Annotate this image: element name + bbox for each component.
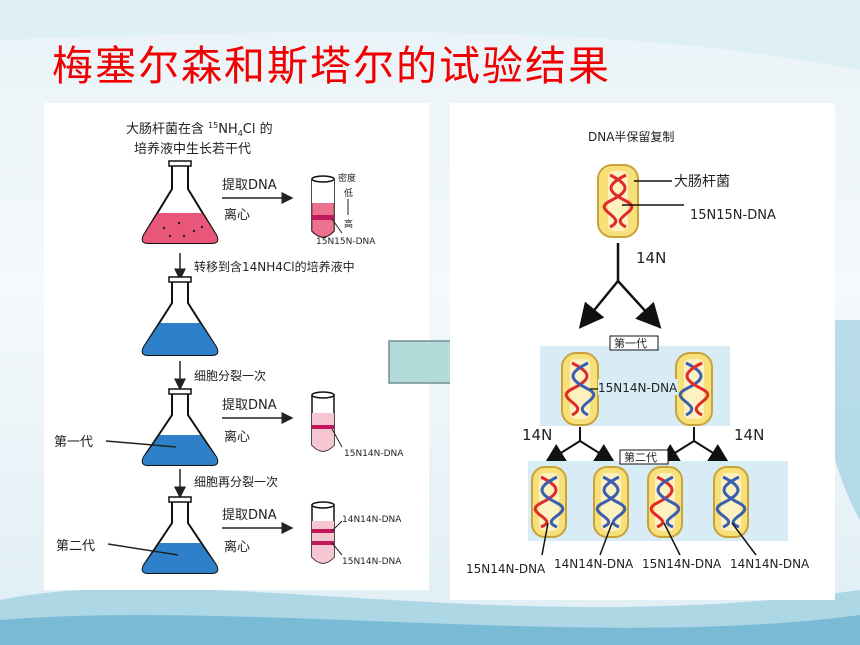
parent-dna-label: 15N15N-DNA	[690, 208, 776, 223]
gen2-cell-1	[531, 466, 567, 538]
arrow-gen2-4	[693, 440, 730, 464]
tube1-label: 15N15N-DNA	[316, 237, 376, 247]
n14-top-label: 14N	[636, 249, 666, 267]
gen2-tag: 第二代	[624, 450, 657, 464]
n14-left-label: 14N	[522, 426, 552, 444]
bottom-label-1: 15N14N-DNA	[466, 562, 546, 576]
flask-4	[141, 496, 219, 574]
flask-3	[141, 388, 219, 466]
tube3-label-top: 14N14N-DNA	[342, 515, 402, 525]
tube2-label: 15N14N-DNA	[344, 449, 404, 459]
tube1-pointer	[331, 218, 343, 234]
extract-dna-label-2: 提取DNA	[222, 397, 277, 413]
parent-cell	[597, 164, 639, 238]
bottom-label-2: 14N14N-DNA	[554, 557, 634, 571]
centrifuge-label-1: 离心	[224, 207, 250, 223]
density-high: 高	[344, 218, 353, 230]
gen1-tag: 第一代	[614, 336, 647, 350]
gen2-cell-4	[713, 466, 749, 538]
transfer-label: 转移到含14NH4Cl的培养液中	[194, 259, 355, 274]
page-title: 梅塞尔森和斯塔尔的试验结果	[52, 42, 611, 90]
divide-once-label: 细胞分裂一次	[194, 369, 266, 383]
flask-1	[141, 160, 219, 244]
gen2-tag-box	[619, 449, 669, 465]
n14-right-label: 14N	[734, 426, 764, 444]
pointer-gen2-3	[663, 522, 681, 556]
gen1-cell-left	[561, 352, 599, 426]
flask-2	[141, 276, 219, 356]
arrow-right-gen1	[617, 280, 662, 329]
bottom-label-3: 15N14N-DNA	[642, 557, 722, 571]
arrow-gen2-2	[579, 440, 616, 464]
test-tube-3	[311, 501, 335, 564]
arrow-left-gen1	[578, 280, 619, 329]
tube3-pointer-bottom	[331, 542, 343, 556]
gen1-label: 第一代	[54, 435, 93, 450]
gen1-cell-right	[675, 352, 713, 426]
bottom-label-4: 14N14N-DNA	[730, 557, 810, 571]
pointer-gen2-2	[599, 522, 613, 556]
replication-diagram: DNA半保留复制 大肠杆菌 15N15N-DNA 14N 第一代 15N14N-…	[466, 130, 810, 576]
extract-dna-label-1: 提取DNA	[222, 177, 277, 193]
density-low: 低	[344, 187, 353, 199]
test-tube-1	[311, 175, 335, 238]
divide-again-label: 细胞再分裂一次	[194, 475, 278, 489]
gen2-label: 第二代	[56, 539, 95, 554]
density-label: 密度	[338, 172, 356, 184]
replication-header: DNA半保留复制	[588, 130, 674, 144]
tube3-label-bottom: 15N14N-DNA	[342, 557, 402, 567]
gen1-pointer	[105, 440, 177, 448]
pointer-gen2-1	[541, 522, 549, 556]
gen1-dna-label: 15N14N-DNA	[598, 381, 678, 395]
centrifuge-label-2: 离心	[224, 429, 250, 445]
tube3-pointer-top	[331, 520, 343, 532]
tube2-pointer	[331, 428, 343, 448]
gen1-tag-box	[609, 335, 659, 351]
arrow-gen2-1	[544, 440, 581, 464]
header-line2: 培养液中生长若干代	[134, 141, 251, 157]
centrifuge-label-3: 离心	[224, 539, 250, 555]
gen2-pointer	[107, 543, 179, 556]
gen2-cell-3	[647, 466, 683, 538]
gen2-cell-2	[593, 466, 629, 538]
gen1-dna-label-bg	[598, 379, 678, 395]
extract-dna-label-3: 提取DNA	[222, 507, 277, 523]
test-tube-2	[311, 391, 335, 452]
replication-panel: DNA半保留复制 大肠杆菌 15N15N-DNA 14N 第一代 15N14N-…	[450, 103, 835, 600]
pointer-gen2-4	[731, 522, 757, 556]
ecoli-label: 大肠杆菌	[674, 174, 730, 190]
